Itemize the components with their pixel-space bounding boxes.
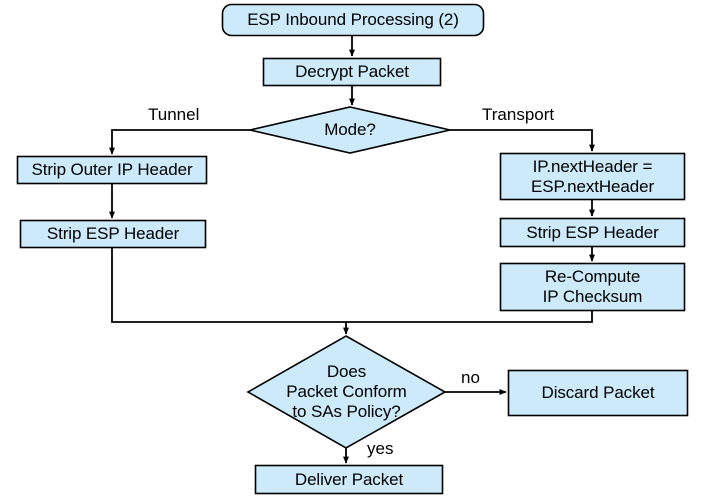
edge-mode-tunnel-to-strip-outer-ip <box>109 129 250 155</box>
node-start-shape <box>221 3 485 37</box>
edge-label-tunnel: Tunnel <box>148 105 200 124</box>
node-mode-shape <box>249 106 451 154</box>
node-strip-esp-right-shape <box>499 217 686 248</box>
edge-label-no: no <box>461 368 480 387</box>
node-recompute-checksum-shape <box>499 262 686 312</box>
edge-strip-esp-left-to-junction <box>111 248 346 323</box>
node-strip-esp-left-shape <box>19 219 207 249</box>
node-decrypt-shape <box>262 57 442 87</box>
node-strip-outer-ip-shape <box>16 155 208 185</box>
node-deliver-shape <box>254 464 444 495</box>
edge-mode-transport-to-ip-nextheader <box>450 129 596 152</box>
node-conform-shape <box>246 335 447 449</box>
edge-label-yes: yes <box>367 439 394 458</box>
edge-label-transport: Transport <box>482 105 555 124</box>
node-ip-nextheader-shape <box>499 152 686 201</box>
node-discard-shape <box>507 369 689 417</box>
edge-recompute-checksum-to-junction <box>346 311 593 323</box>
